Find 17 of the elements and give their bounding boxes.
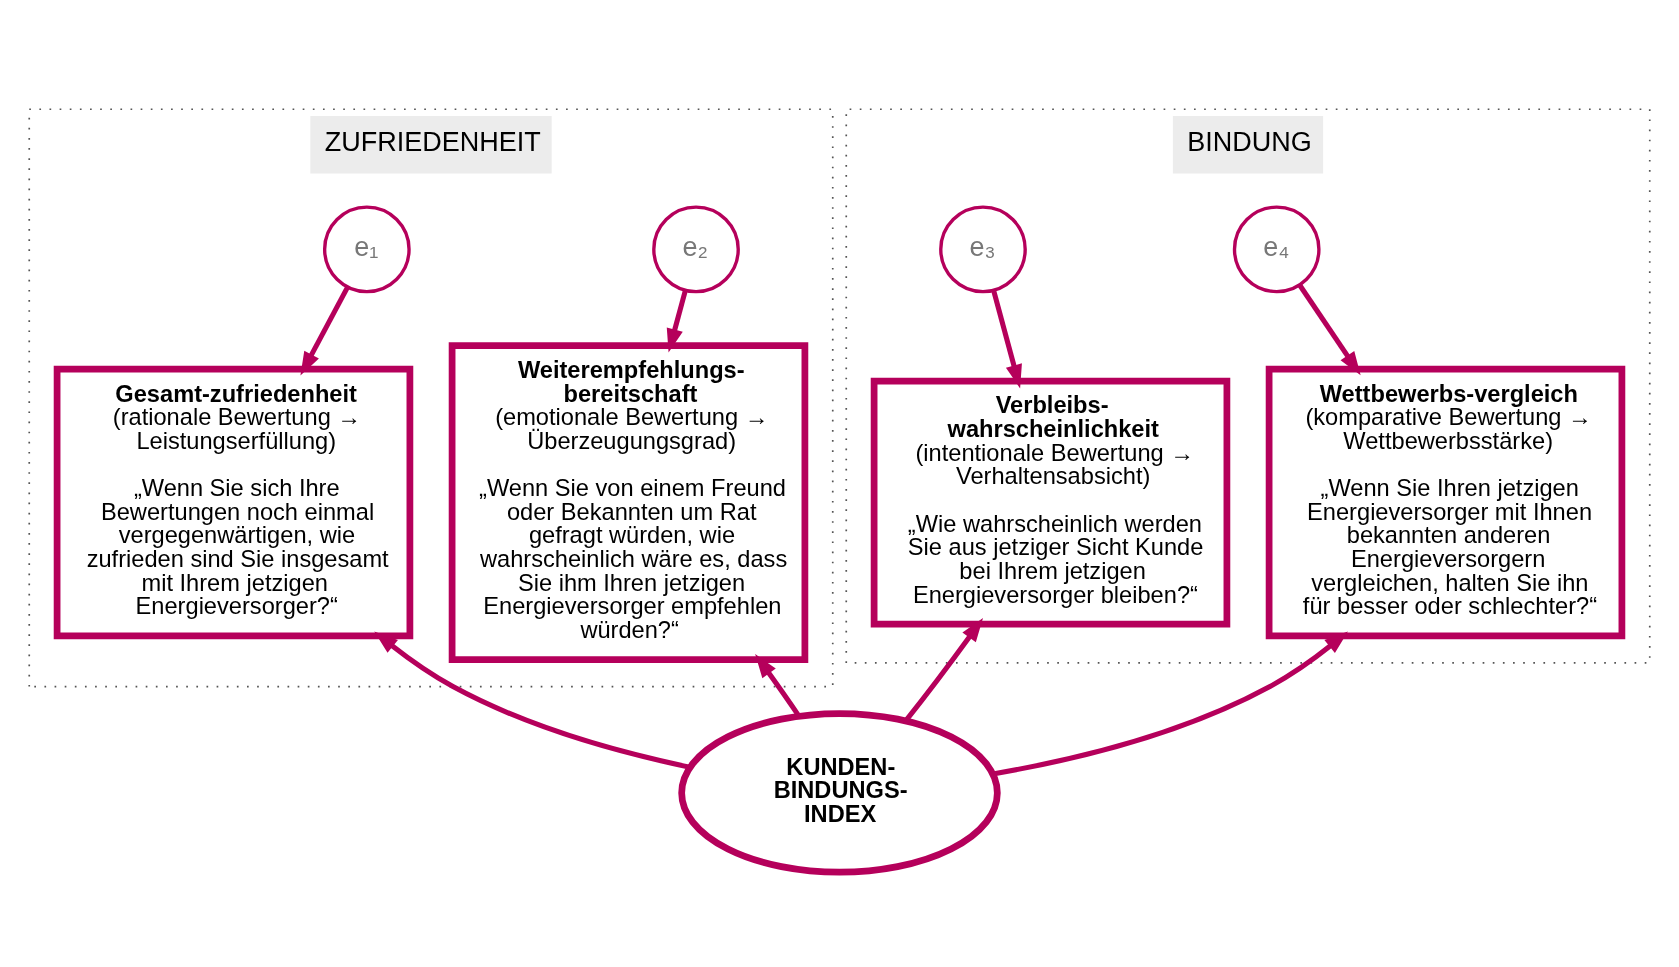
node-box: Gesamt-zufriedenheit (rationale Bewertung → Leistungserfüllung) „Wenn Sie sich Ihre Bewertungen noch einmal vergegenwärtigen, wie zufrieden sind Sie insgesamt mit Ihrem jetzigen Energieversorger?“ xyxy=(53,365,414,639)
node-circle: e₁ xyxy=(322,204,411,293)
arrow xyxy=(300,285,350,375)
arrow xyxy=(374,631,691,770)
arrow xyxy=(903,617,983,722)
node-circle: e₄ xyxy=(1232,204,1321,293)
node-circle: e₂ xyxy=(652,204,740,293)
arrow xyxy=(755,653,801,717)
node-ellipse: KUNDEN-BINDUNGS-INDEX xyxy=(678,709,1001,876)
arrow xyxy=(992,630,1348,776)
node-box: Wettbewerbs-vergleich (komparative Bewertung → Wettbewerbsstärke) „Wenn Sie Ihren jetzigen Energieversorger mit Ihnen bekannten anderen Energieversorgern vergleichen, halten Sie ihn für besser oder schlechter?“ xyxy=(1265,365,1626,639)
arrow xyxy=(991,289,1022,388)
arrow xyxy=(1297,283,1361,375)
node-circle: e₃ xyxy=(939,204,1027,293)
node-box: Verbleibs-wahrscheinlichkeit (intentionale Bewertung → Verhaltensabsicht) „Wie wahrscheinlich werden Sie aus jetziger Sicht Kunde bei Ihrem jetzigen Energieversorger bleiben?“ xyxy=(870,377,1231,627)
node-box: Weiterempfehlungs-bereitschaft (emotionale Bewertung → Überzeugungsgrad) „Wenn Sie von einem Freund oder Bekannten um Rat gefragt würden, wie wahrscheinlich wäre es, dass Sie ihm Ihren jetzigen Energieversorger empfehlen würden?“ xyxy=(448,341,809,663)
arrow xyxy=(666,289,688,353)
